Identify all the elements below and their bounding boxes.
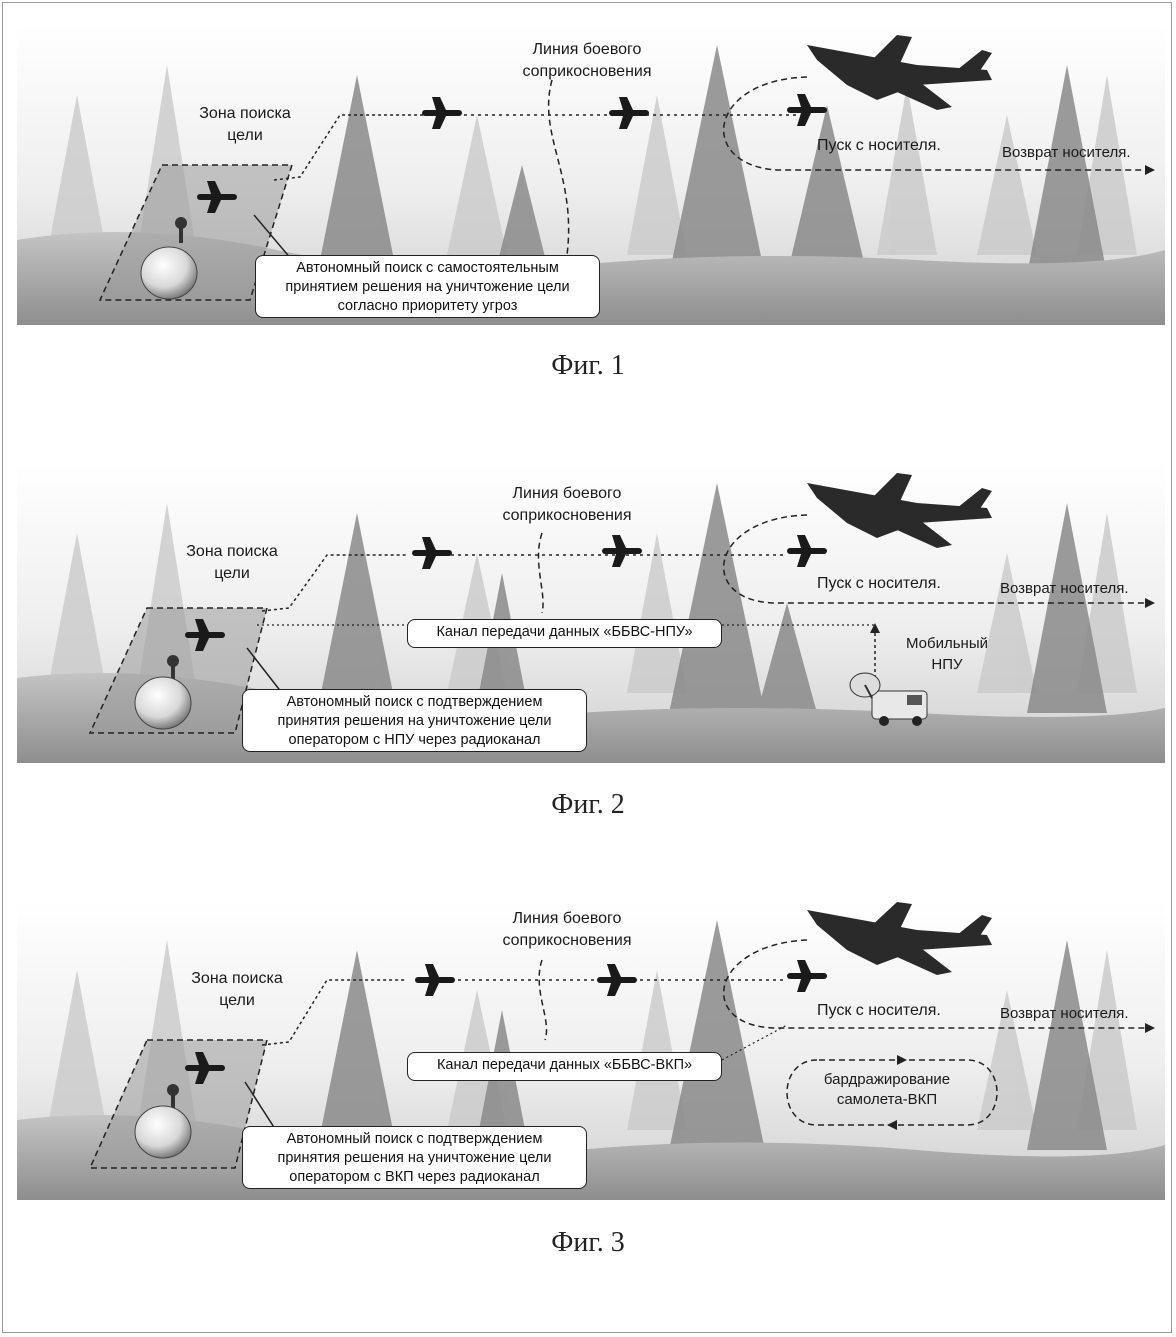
return-arrowhead xyxy=(1145,165,1155,175)
combat-line xyxy=(537,532,544,614)
search-zone-label: Зона поиска цели xyxy=(191,970,283,1009)
search-zone-link xyxy=(261,979,407,1046)
figure-3-scene: Зона поиска цели Линия боевого соприкосн… xyxy=(17,900,1165,1200)
figure-3-drawing xyxy=(17,900,1165,1200)
combat-line-label: Линия боевого соприкосновения xyxy=(502,910,632,949)
foreground-trees xyxy=(317,483,1107,723)
figure-2-caption: Фиг. 2 xyxy=(551,789,625,820)
carrier-return-path xyxy=(723,939,1145,1029)
return-label: Возврат носителя. xyxy=(1000,1005,1129,1022)
search-zone-label: Зона поиска цели xyxy=(199,105,291,144)
drone-icon xyxy=(787,535,827,567)
figure-1-scene: Зона поиска цели Линия боевого соприкосн… xyxy=(17,25,1165,325)
uplink-arrowhead xyxy=(870,623,880,633)
orbit-arrowhead xyxy=(887,1120,897,1130)
drone-icon xyxy=(422,97,462,129)
launch-label: Пуск с носителя. xyxy=(817,1002,941,1019)
carrier-return-path xyxy=(723,514,1145,604)
combat-line-label: Линия боевого соприкосновения xyxy=(522,41,652,80)
launch-label: Пуск с носителя. xyxy=(817,575,941,592)
carrier-return-path xyxy=(723,76,1145,171)
search-zone-area xyxy=(88,1039,268,1169)
combat-line-label: Линия боевого соприкосновения xyxy=(502,485,632,524)
return-label: Возврат носителя. xyxy=(1002,144,1131,161)
search-decision-box: Автономный поиск с подтверждением принят… xyxy=(242,689,587,752)
jet-aircraft-icon xyxy=(807,473,992,548)
drone-icon xyxy=(185,1052,225,1084)
box-pointer xyxy=(253,214,293,261)
radar-dome-icon xyxy=(134,655,192,730)
foreground-trees xyxy=(317,920,1107,1160)
drone-icon xyxy=(412,537,452,569)
jet-aircraft-icon xyxy=(807,35,992,110)
search-zone-link xyxy=(261,554,407,612)
data-channel-link xyxy=(721,1024,788,1061)
figure-1-caption: Фиг. 1 xyxy=(551,350,625,381)
combat-line xyxy=(538,959,548,1041)
mobile-ground-station-truck-icon xyxy=(849,672,928,726)
radar-dome-icon xyxy=(140,217,198,300)
figure-3-caption: Фиг. 3 xyxy=(551,1227,625,1258)
search-decision-box: Автономный поиск с подтверждением принят… xyxy=(242,1126,587,1189)
combat-line xyxy=(547,79,570,256)
return-arrowhead xyxy=(1145,1023,1155,1033)
mobile-station-label: Мобильный НПУ xyxy=(906,635,988,673)
box-pointer xyxy=(246,647,283,694)
data-channel-box: Канал передачи данных «ББВС-НПУ» xyxy=(407,619,722,648)
drone-icon xyxy=(185,619,225,651)
figure-2-scene: Зона поиска цели Линия боевого соприкосн… xyxy=(17,463,1165,763)
return-label: Возврат носителя. xyxy=(1000,580,1129,597)
search-zone-link xyxy=(273,114,437,181)
orbit-arrowhead xyxy=(897,1055,907,1065)
data-channel-box: Канал передачи данных «ББВС-ВКП» xyxy=(407,1052,722,1081)
jet-aircraft-icon xyxy=(807,902,992,975)
box-pointer xyxy=(244,1081,278,1133)
return-arrowhead xyxy=(1145,598,1155,608)
search-zone-label: Зона поиска цели xyxy=(186,543,278,582)
drone-icon xyxy=(597,964,637,996)
drone-icon xyxy=(609,97,649,129)
loiter-orbit xyxy=(786,1059,998,1126)
search-zone-area xyxy=(88,607,268,734)
drone-icon xyxy=(415,964,455,996)
drone-icon xyxy=(787,94,827,126)
radar-dome-icon xyxy=(134,1084,192,1159)
search-decision-box: Автономный поиск с самостоятельным приня… xyxy=(255,255,600,318)
launch-label: Пуск с носителя. xyxy=(817,137,941,154)
drone-icon xyxy=(602,535,642,567)
loiter-label: бардражирование самолета-ВКП xyxy=(823,1071,951,1108)
drone-icon xyxy=(197,181,237,213)
drone-icon xyxy=(787,960,827,992)
